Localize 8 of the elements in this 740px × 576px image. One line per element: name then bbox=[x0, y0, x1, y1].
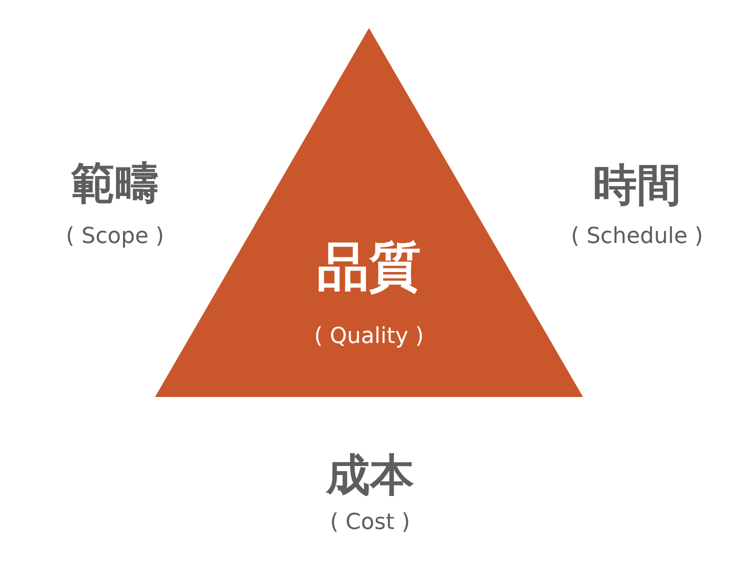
center-title: 品質 bbox=[317, 239, 421, 297]
side-subtitle: ( Scope ) bbox=[66, 224, 164, 250]
side-title: 時間 bbox=[593, 162, 681, 210]
bottom-subtitle: ( Cost ) bbox=[330, 510, 410, 536]
side-subtitle: ( Schedule ) bbox=[570, 224, 704, 250]
center-subtitle: ( Quality ) bbox=[314, 324, 424, 350]
bottom-title: 成本 bbox=[326, 452, 414, 500]
side-title: 範疇 bbox=[71, 160, 159, 208]
